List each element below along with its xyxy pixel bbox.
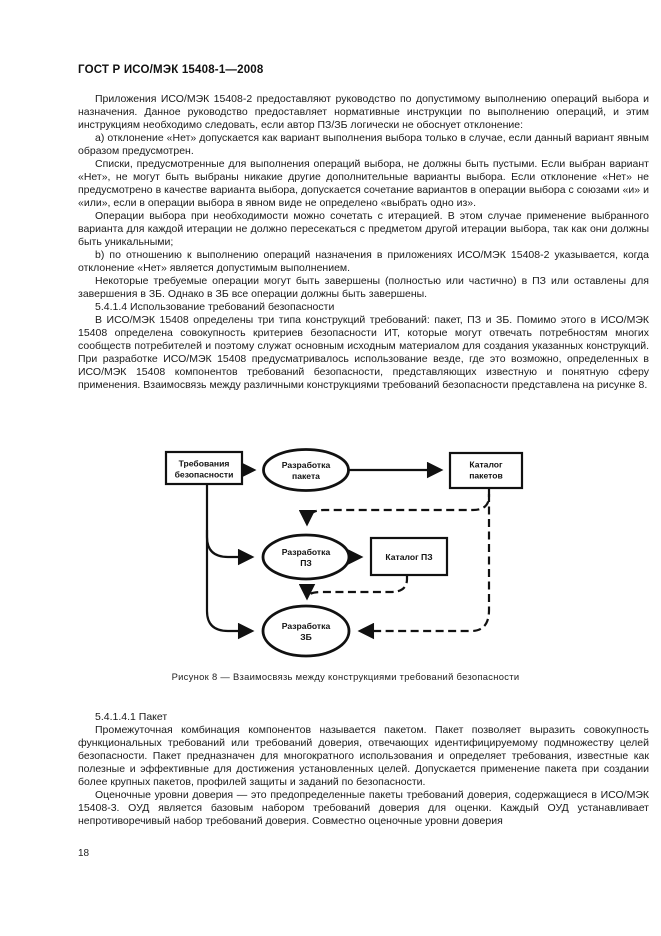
pp-catalog-box (369, 536, 449, 577)
st-development-label-2: ЗБ (300, 632, 312, 642)
requirements-relationship-diagram: Требования безопасности Разработка пакет… (164, 448, 524, 658)
arrow-pkgcat-to-stdev (357, 494, 491, 640)
pp-development-ellipse (261, 533, 351, 581)
solid-connectors (205, 461, 444, 640)
package-development-ellipse (262, 448, 350, 492)
arrow-ppcat-to-stdev (298, 575, 409, 601)
arrow-pkgcat-to-ppdev (298, 489, 491, 527)
paragraph-lists: Списки, предусмотренные для выполнения о… (78, 158, 649, 209)
paragraph-iteration: Операции выбора при необходимости можно … (78, 210, 649, 248)
paragraph-list-item-a: a) отклонение «Нет» допускается как вари… (78, 132, 649, 157)
paragraph-operations: Некоторые требуемые операции могут быть … (78, 275, 649, 300)
paragraph-package: Промежуточная комбинация компонентов наз… (78, 724, 649, 788)
security-requirements-label-1: Требования (179, 459, 230, 469)
package-catalog-box (448, 451, 524, 490)
pp-development-label-1: Разработка (282, 547, 331, 557)
page-number: 18 (78, 848, 90, 859)
heading-5-4-1-4: 5.4.1.4 Использование требований безопас… (95, 301, 335, 313)
arrow-req-to-stdev (205, 530, 255, 640)
diagram-nodes: Требования безопасности Разработка пакет… (164, 448, 524, 658)
st-development-label-1: Разработка (282, 621, 331, 631)
security-requirements-box (164, 450, 244, 486)
document-title: ГОСТ Р ИСО/МЭК 15408-1—2008 (78, 64, 264, 76)
package-development-label-1: Разработка (282, 460, 331, 470)
figure-caption: Рисунок 8 — Взаимосвязь между конструкци… (171, 671, 520, 682)
paragraph-constructions: В ИСО/МЭК 15408 определены три типа конс… (78, 314, 649, 391)
paragraph-eal: Оценочные уровни доверия — это предопред… (78, 789, 649, 827)
paragraph-appendices: Приложения ИСО/МЭК 15408-2 предоставляют… (78, 93, 649, 131)
package-catalog-label-1: Каталог (469, 460, 503, 470)
pp-development-label-2: ПЗ (300, 558, 312, 568)
package-development-label-2: пакета (292, 471, 320, 481)
text-block-upper: Приложения ИСО/МЭК 15408-2 предоставляют… (78, 93, 649, 392)
package-catalog-label-2: пакетов (469, 471, 503, 481)
arrow-req-to-ppdev (205, 484, 255, 566)
heading-5-4-1-4-1: 5.4.1.4.1 Пакет (95, 711, 168, 723)
paragraph-list-item-b: b) по отношению к выполнению операций на… (78, 249, 649, 274)
security-requirements-label-2: безопасности (175, 470, 234, 480)
pp-catalog-label: Каталог ПЗ (385, 552, 432, 562)
dashed-connectors (298, 489, 491, 640)
st-development-ellipse (261, 604, 351, 658)
figure-8-diagram: Требования безопасности Разработка пакет… (0, 440, 661, 690)
text-block-lower: 5.4.1.4.1 Пакет Промежуточная комбинация… (78, 711, 649, 828)
